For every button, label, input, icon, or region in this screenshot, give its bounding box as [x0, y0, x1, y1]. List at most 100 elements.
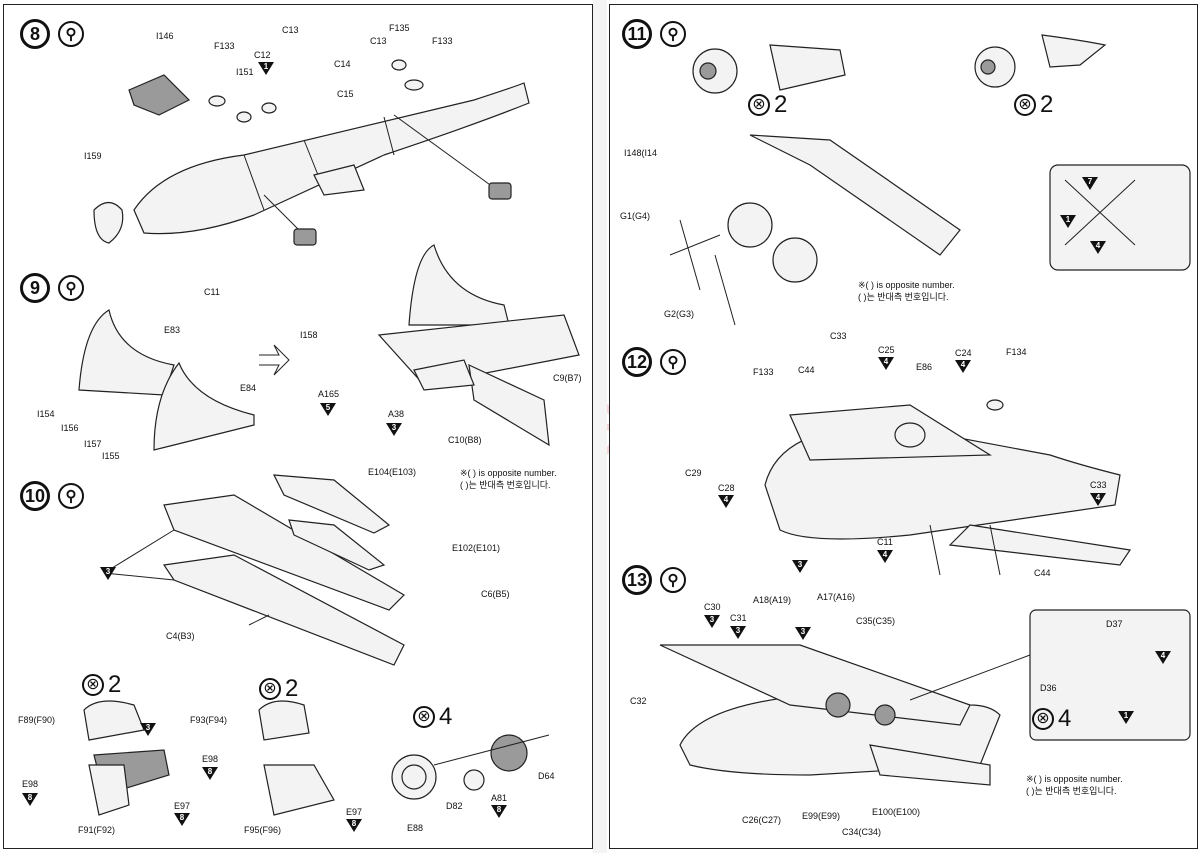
quantity-indicator: ⊗ 2 — [259, 675, 298, 703]
part-label: D37 — [1106, 619, 1123, 629]
part-label: E104(E103) — [368, 467, 417, 477]
wing-drawing — [103, 474, 405, 666]
part-label: I156 — [61, 423, 79, 433]
part-sheet-marker: 3 — [140, 723, 156, 736]
glue-icon: ⚲ — [660, 349, 686, 375]
part-label: F95(F96) — [244, 825, 282, 835]
marker-label: 1 — [1123, 711, 1129, 720]
quantity-indicator: ⊗ 2 — [1014, 91, 1053, 119]
instruction-page-left: 8 ⚲ 9 ⚲ 10 ⚲ I146 F133 C12 C13 C14 C15 F… — [3, 4, 593, 849]
marker-label: 3 — [797, 560, 803, 569]
note-ko: ( )는 반대측 번호입니다. — [858, 292, 949, 302]
fuselage-drawing — [93, 59, 530, 246]
marker-label: 4 — [960, 360, 966, 369]
part-label: I157 — [84, 439, 102, 449]
part-label: C35(C35) — [856, 616, 896, 626]
marker-label: 3 — [709, 615, 715, 624]
part-sheet-marker: 3 — [795, 627, 811, 640]
part-label: C14 — [334, 59, 351, 69]
part-label: F133 — [214, 41, 235, 51]
part-sheet-marker: 4 — [877, 550, 893, 563]
part-label: E102(E101) — [452, 543, 501, 553]
step-12-header: 12 ⚲ — [622, 347, 686, 377]
note-ko: ( )는 반대측 번호입니다. — [460, 480, 551, 490]
part-label: D64 — [538, 771, 555, 781]
part-label: D36 — [1040, 683, 1057, 693]
aircraft-underside-drawing — [659, 609, 1191, 786]
marker-label: 3 — [105, 567, 111, 576]
part-sheet-marker: 4 — [718, 495, 734, 508]
quantity-icon: ⊗ — [748, 94, 770, 116]
step-8-header: 8 ⚲ — [20, 19, 84, 49]
part-sheet-marker: 3 — [730, 626, 746, 639]
opposite-number-note: ※( ) is opposite number. ( )는 반대측 번호입니다. — [1026, 773, 1123, 797]
quantity-icon: ⊗ — [1032, 708, 1054, 730]
part-label: I148(I14 — [624, 148, 658, 158]
part-sheet-marker: 1 — [258, 62, 274, 75]
quantity-indicator: ⊗ 2 — [82, 671, 121, 699]
page-gutter — [593, 0, 607, 853]
part-label: E98 — [22, 779, 39, 789]
marker-label: 5 — [325, 403, 331, 412]
part-label: E97 — [346, 807, 363, 817]
part-label: E97 — [174, 801, 191, 811]
quantity-icon: ⊗ — [259, 678, 281, 700]
marker-label: 8 — [179, 813, 185, 822]
marker-label: 8 — [207, 767, 213, 776]
part-label: A17(A16) — [817, 592, 856, 602]
part-label: A38 — [388, 409, 405, 419]
part-label: I151 — [236, 67, 254, 77]
part-label: G1(G4) — [620, 211, 651, 221]
marker-label: 4 — [882, 550, 888, 559]
part-label: E88 — [407, 823, 424, 833]
part-label: C32 — [630, 696, 647, 706]
part-sheet-marker: 4 — [1090, 493, 1106, 506]
glue-icon: ⚲ — [660, 567, 686, 593]
part-label: E83 — [164, 325, 181, 335]
part-sheet-marker: 8 — [22, 793, 38, 806]
part-sheet-marker: 3 — [100, 567, 116, 580]
part-label: F91(F92) — [78, 825, 116, 835]
marker-label: 3 — [735, 626, 741, 635]
part-label: C11 — [204, 287, 220, 297]
quantity-value: 2 — [285, 675, 299, 702]
quantity-indicator: ⊗ 4 — [1032, 705, 1071, 733]
part-label: E98 — [202, 754, 219, 764]
step-13-header: 13 ⚲ — [622, 565, 686, 595]
part-sheet-marker: 3 — [704, 615, 720, 628]
quantity-value: 4 — [439, 703, 453, 730]
part-label: A81 — [491, 793, 508, 803]
part-label: C25 — [878, 345, 895, 355]
part-label: C44 — [1034, 568, 1051, 578]
step-number: 10 — [20, 481, 50, 511]
part-label: I159 — [84, 151, 102, 161]
part-label: F133 — [753, 367, 774, 377]
part-sheet-marker: 8 — [491, 805, 507, 818]
part-label: C10(B8) — [448, 435, 482, 445]
part-label: C13 — [282, 25, 299, 35]
note-en: ※( ) is opposite number. — [1026, 774, 1123, 784]
part-label: C9(B7) — [553, 373, 582, 383]
part-label: C44 — [798, 365, 815, 375]
glue-icon: ⚲ — [58, 483, 84, 509]
quantity-indicator: ⊗ 2 — [748, 91, 787, 119]
glue-icon: ⚲ — [58, 275, 84, 301]
part-label: A18(A19) — [753, 595, 792, 605]
marker-label: 4 — [1160, 651, 1166, 660]
part-label: F134 — [1006, 347, 1027, 357]
part-sheet-marker: 1 — [1060, 215, 1076, 228]
step-number: 9 — [20, 273, 50, 303]
part-label: I155 — [102, 451, 120, 461]
part-label: C15 — [337, 89, 354, 99]
part-sheet-marker: 8 — [202, 767, 218, 780]
part-label: C33 — [830, 331, 847, 341]
part-label: C11 — [877, 537, 893, 547]
part-label: E100(E100) — [872, 807, 921, 817]
part-label: C29 — [685, 468, 702, 478]
step-number: 8 — [20, 19, 50, 49]
part-label: F133 — [432, 36, 453, 46]
step-number: 12 — [622, 347, 652, 377]
aircraft-drawing — [764, 399, 1132, 576]
part-label: I154 — [37, 409, 55, 419]
marker-label: 4 — [1095, 241, 1101, 250]
